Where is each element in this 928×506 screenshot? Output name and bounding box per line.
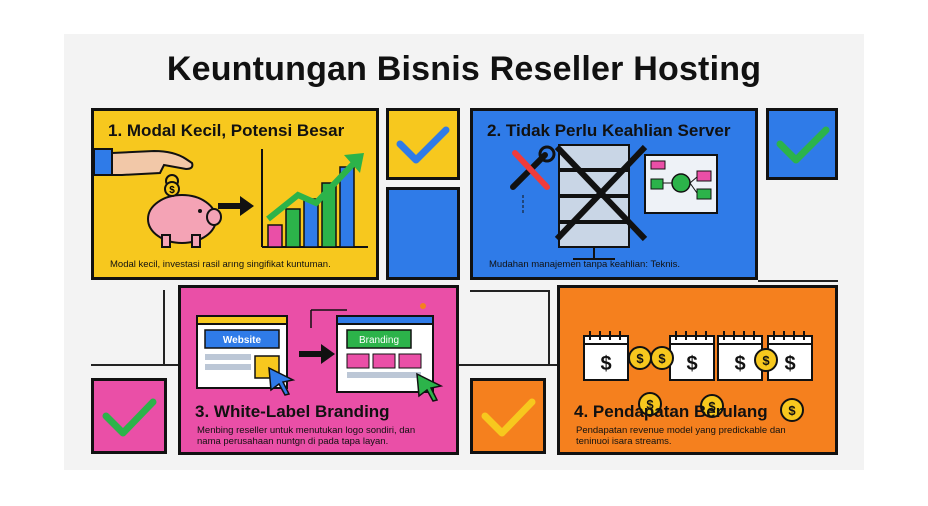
connector-line — [163, 290, 165, 366]
check-icon — [102, 398, 157, 437]
svg-text:$: $ — [734, 353, 745, 375]
svg-text:$: $ — [600, 353, 611, 375]
coin-icon: $ — [650, 346, 674, 370]
svg-text:$: $ — [658, 351, 666, 366]
arrow-right-icon — [218, 196, 254, 216]
calendar-dollar-icon: $ — [583, 331, 629, 381]
panel-modal-kecil: 1. Modal Kecil, Potensi Besar $ Modal ke… — [91, 108, 379, 280]
panel-description-line: Pendapatan revenue model yang predickabl… — [576, 425, 786, 436]
check-box-bottom-left — [91, 378, 167, 454]
panel-tanpa-keahlian: 2. Tidak Perlu Keahlian Server Mudahan m… — [470, 108, 758, 280]
check-box-top-right — [766, 108, 838, 180]
svg-text:$: $ — [708, 399, 716, 414]
growth-chart-icon — [261, 149, 368, 248]
dollar-sign: $ — [169, 185, 175, 196]
panel-heading: 2. Tidak Perlu Keahlian Server — [487, 121, 731, 140]
svg-text:$: $ — [686, 353, 697, 375]
branding-label: Branding — [359, 335, 399, 346]
panel-description-line: Menbing reseller untuk menutukan logo so… — [197, 425, 416, 436]
svg-text:$: $ — [762, 353, 770, 368]
piggy-bank-icon: $ — [147, 181, 222, 248]
connector-line — [548, 290, 550, 366]
website-label: Website — [223, 335, 262, 346]
tools-icon — [510, 145, 556, 190]
panel-white-label: Website Branding 3. White-Label Branding… — [178, 285, 459, 455]
panel-description-line: teninuoi isara streams. — [576, 436, 672, 447]
panel-description-line: nama perusahaan nuntgn di pada tapa laya… — [197, 436, 389, 447]
coin-icon: $ — [628, 346, 652, 370]
svg-text:$: $ — [636, 351, 644, 366]
check-icon — [396, 126, 450, 164]
arrow-right-icon — [299, 344, 335, 364]
coin-icon: $ — [754, 348, 778, 372]
panel-heading: 1. Modal Kecil, Potensi Besar — [108, 121, 345, 140]
dashboard-icon — [644, 154, 718, 214]
calendar-dollar-icon: $ — [669, 331, 715, 381]
calendar-coin-illustration: $ $ $ $ $ $ $ $ $ $ — [583, 331, 813, 422]
cursor-icon — [268, 366, 296, 396]
panel-heading: 3. White-Label Branding — [195, 402, 390, 421]
coin-icon: $ — [638, 392, 662, 416]
decor-square-blue — [386, 187, 460, 280]
check-icon — [481, 398, 536, 437]
cross-icon — [554, 144, 648, 242]
check-box-bottom-middle — [470, 378, 546, 454]
check-box-top-middle — [386, 108, 460, 180]
page-title: Keuntungan Bisnis Reseller Hosting — [166, 50, 762, 88]
svg-text:$: $ — [646, 397, 654, 412]
panel-pendapatan-berulang: $ $ $ $ $ $ $ $ $ $ 4. Pendapatan Berulang Pendap… — [557, 285, 838, 455]
connector-line — [470, 290, 550, 292]
svg-text:$: $ — [784, 353, 795, 375]
coin-icon: $ — [700, 394, 724, 418]
connector-line — [459, 364, 557, 366]
connector-line — [758, 280, 838, 282]
panel-description: Mudahan manajemen tanpa keahlian: Teknis… — [489, 259, 681, 270]
cursor-icon — [416, 372, 444, 402]
connector-line — [91, 364, 178, 366]
panel-heading: 4. Pendapatan Berulang — [574, 402, 768, 421]
svg-text:$: $ — [788, 403, 796, 418]
check-icon — [776, 126, 830, 164]
panel-description: Modal kecil, investasi rasil arıng singi… — [110, 259, 331, 270]
coin-icon: $ — [780, 398, 804, 422]
